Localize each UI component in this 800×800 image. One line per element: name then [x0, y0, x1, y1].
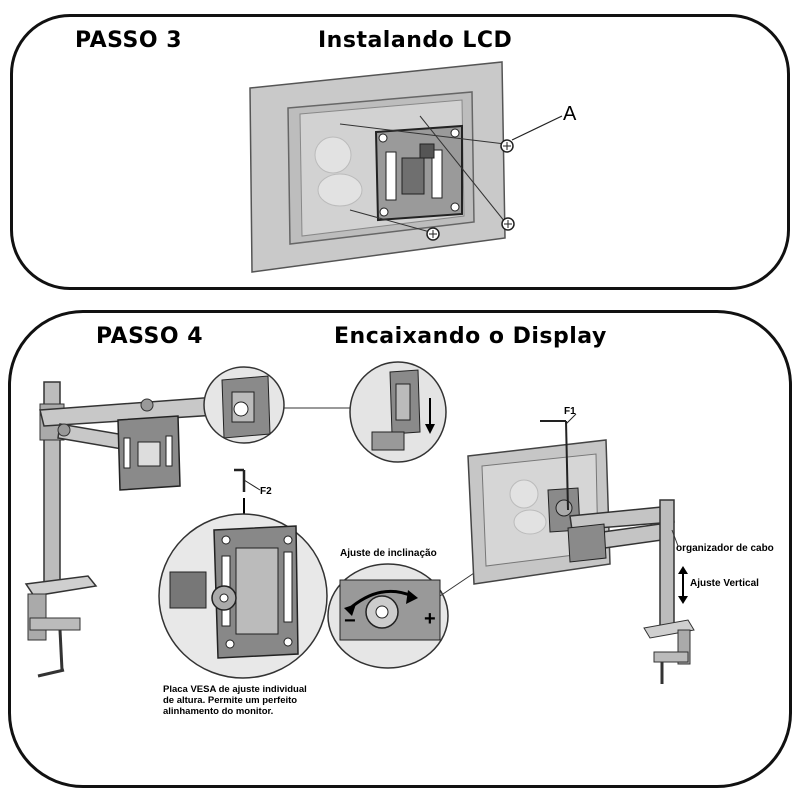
callout-f2: F2	[260, 486, 272, 497]
vesa-caption-line1: Placa VESA de ajuste individual	[163, 684, 307, 695]
tilt-plus-symbol: +	[424, 608, 436, 630]
allen-key-f1	[540, 413, 577, 511]
tilt-minus-symbol: −	[344, 610, 356, 632]
cable-organizer-label: organizador de cabo	[676, 543, 774, 554]
vesa-caption-line3: alinhamento do monitor.	[163, 706, 274, 717]
vesa-magnifier	[158, 513, 328, 679]
vesa-caption-line2: de altura. Permite um perfeito	[163, 695, 298, 706]
right-mounted-monitor	[467, 439, 695, 684]
mascot-watermark	[314, 136, 352, 174]
callout-f1: F1	[564, 406, 576, 417]
vesa-caption: Placa VESA de ajuste individual de altur…	[163, 684, 307, 717]
step3-label: PASSO 3	[75, 28, 183, 53]
left-mount-arm	[24, 381, 233, 678]
vertical-adjust-arrow	[678, 566, 688, 604]
top-magnifier	[203, 366, 352, 444]
step4-label: PASSO 4	[96, 324, 204, 349]
step4-title: Encaixando o Display	[334, 324, 607, 349]
tilt-adjust-label: Ajuste de inclinação	[340, 548, 437, 559]
vertical-adjust-label: Ajuste Vertical	[690, 578, 759, 589]
plate-slide-magnifier	[349, 361, 447, 463]
step3-title: Instalando LCD	[318, 28, 513, 53]
callout-a: A	[563, 103, 577, 125]
callout-a-leader	[511, 115, 563, 141]
tilt-magnifier	[327, 541, 521, 669]
